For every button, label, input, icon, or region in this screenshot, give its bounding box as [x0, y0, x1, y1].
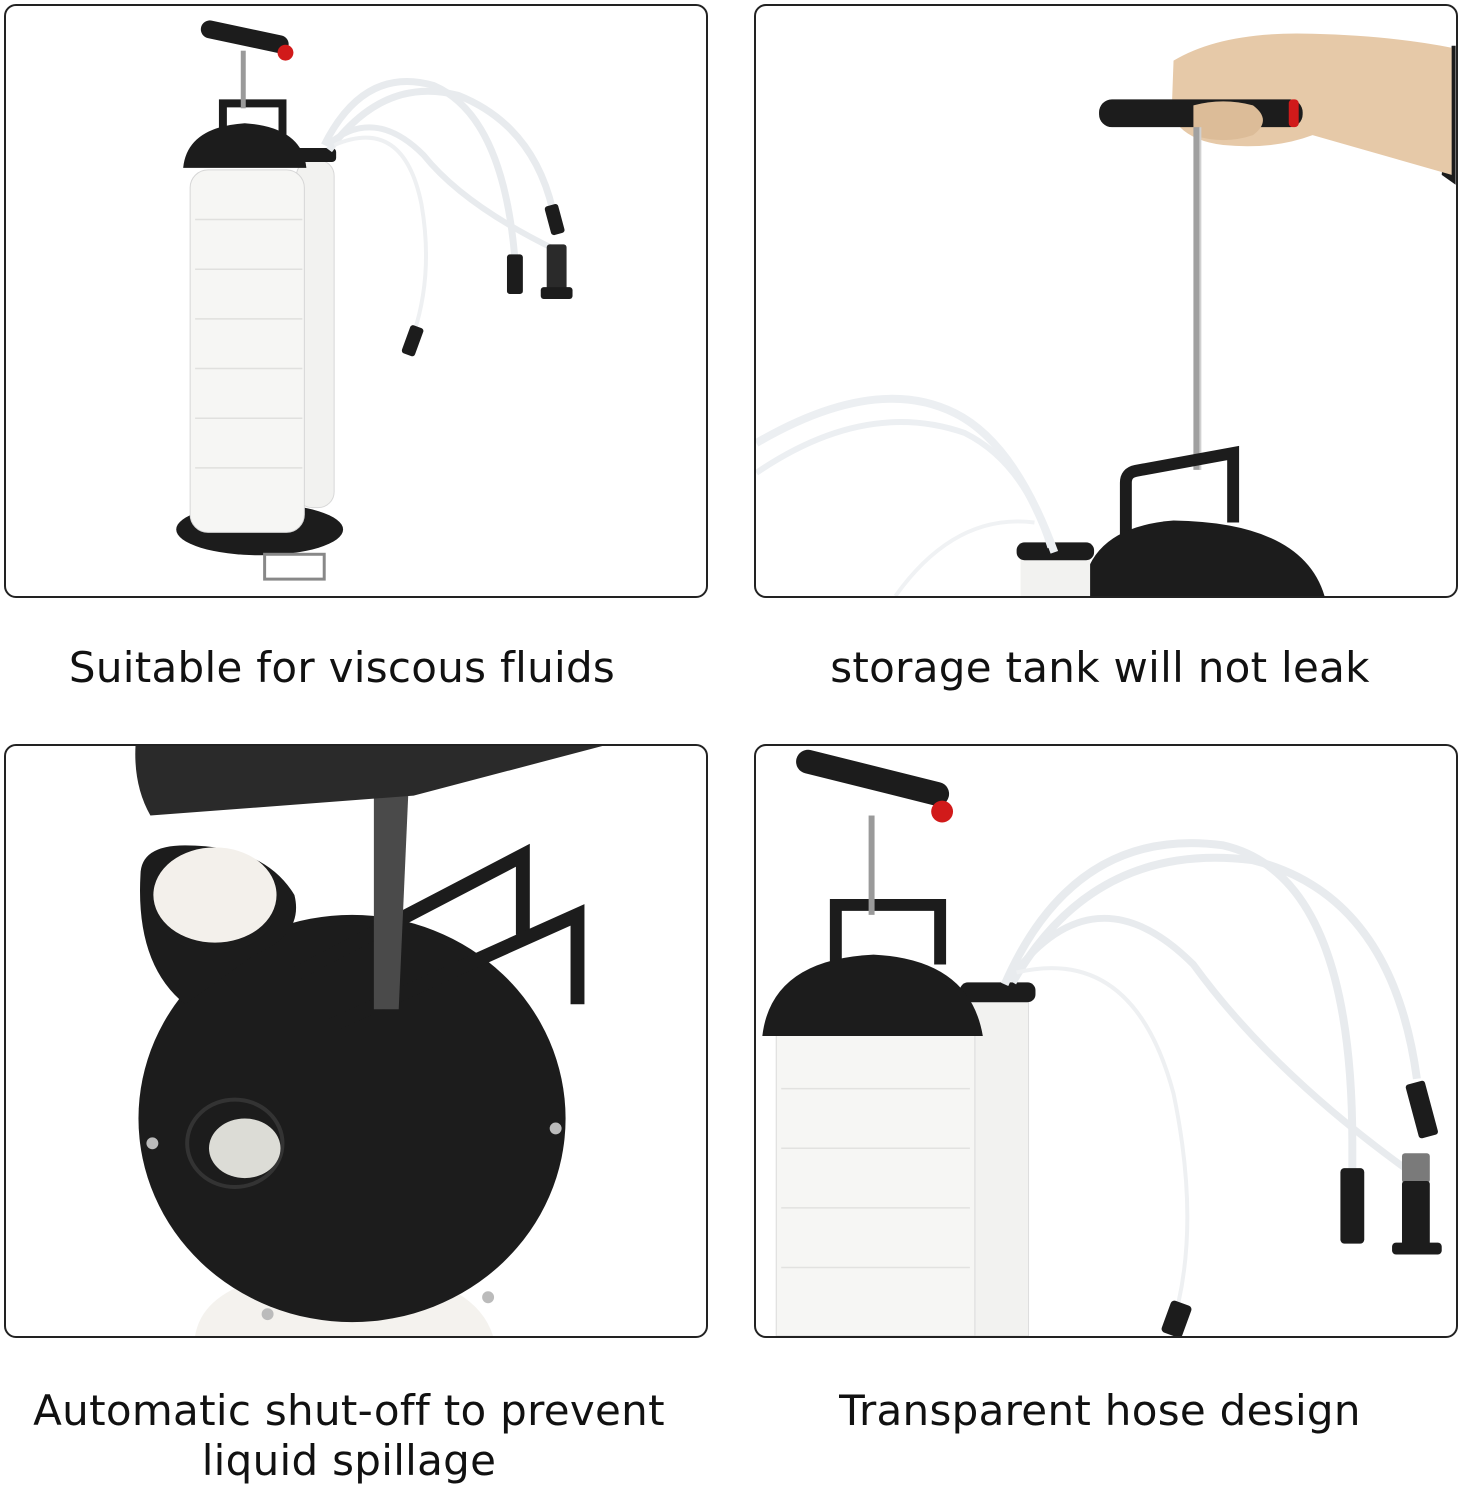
caption-auto-shutoff-line2: liquid spillage	[201, 1436, 497, 1485]
pump-full-view-image	[176, 20, 573, 581]
caption-auto-shutoff-line1: Automatic shut-off to prevent	[33, 1386, 665, 1435]
caption-auto-shutoff: Automatic shut-off to prevent liquid spi…	[4, 1386, 694, 1486]
hand-pumping-handle-image	[756, 33, 1456, 596]
product-photo-transparent-hose	[754, 744, 1458, 1338]
caption-viscous-fluids: Suitable for viscous fluids	[68, 643, 616, 692]
product-photo-auto-shutoff	[4, 744, 708, 1338]
product-photo-viscous-fluids	[4, 4, 708, 598]
caption-storage-tank: storage tank will not leak	[830, 643, 1370, 692]
product-photo-storage-tank	[754, 4, 1458, 598]
pump-side-view-image	[762, 749, 1442, 1336]
lid-closeup-image	[135, 746, 603, 1336]
caption-transparent-hose: Transparent hose design	[839, 1386, 1361, 1435]
